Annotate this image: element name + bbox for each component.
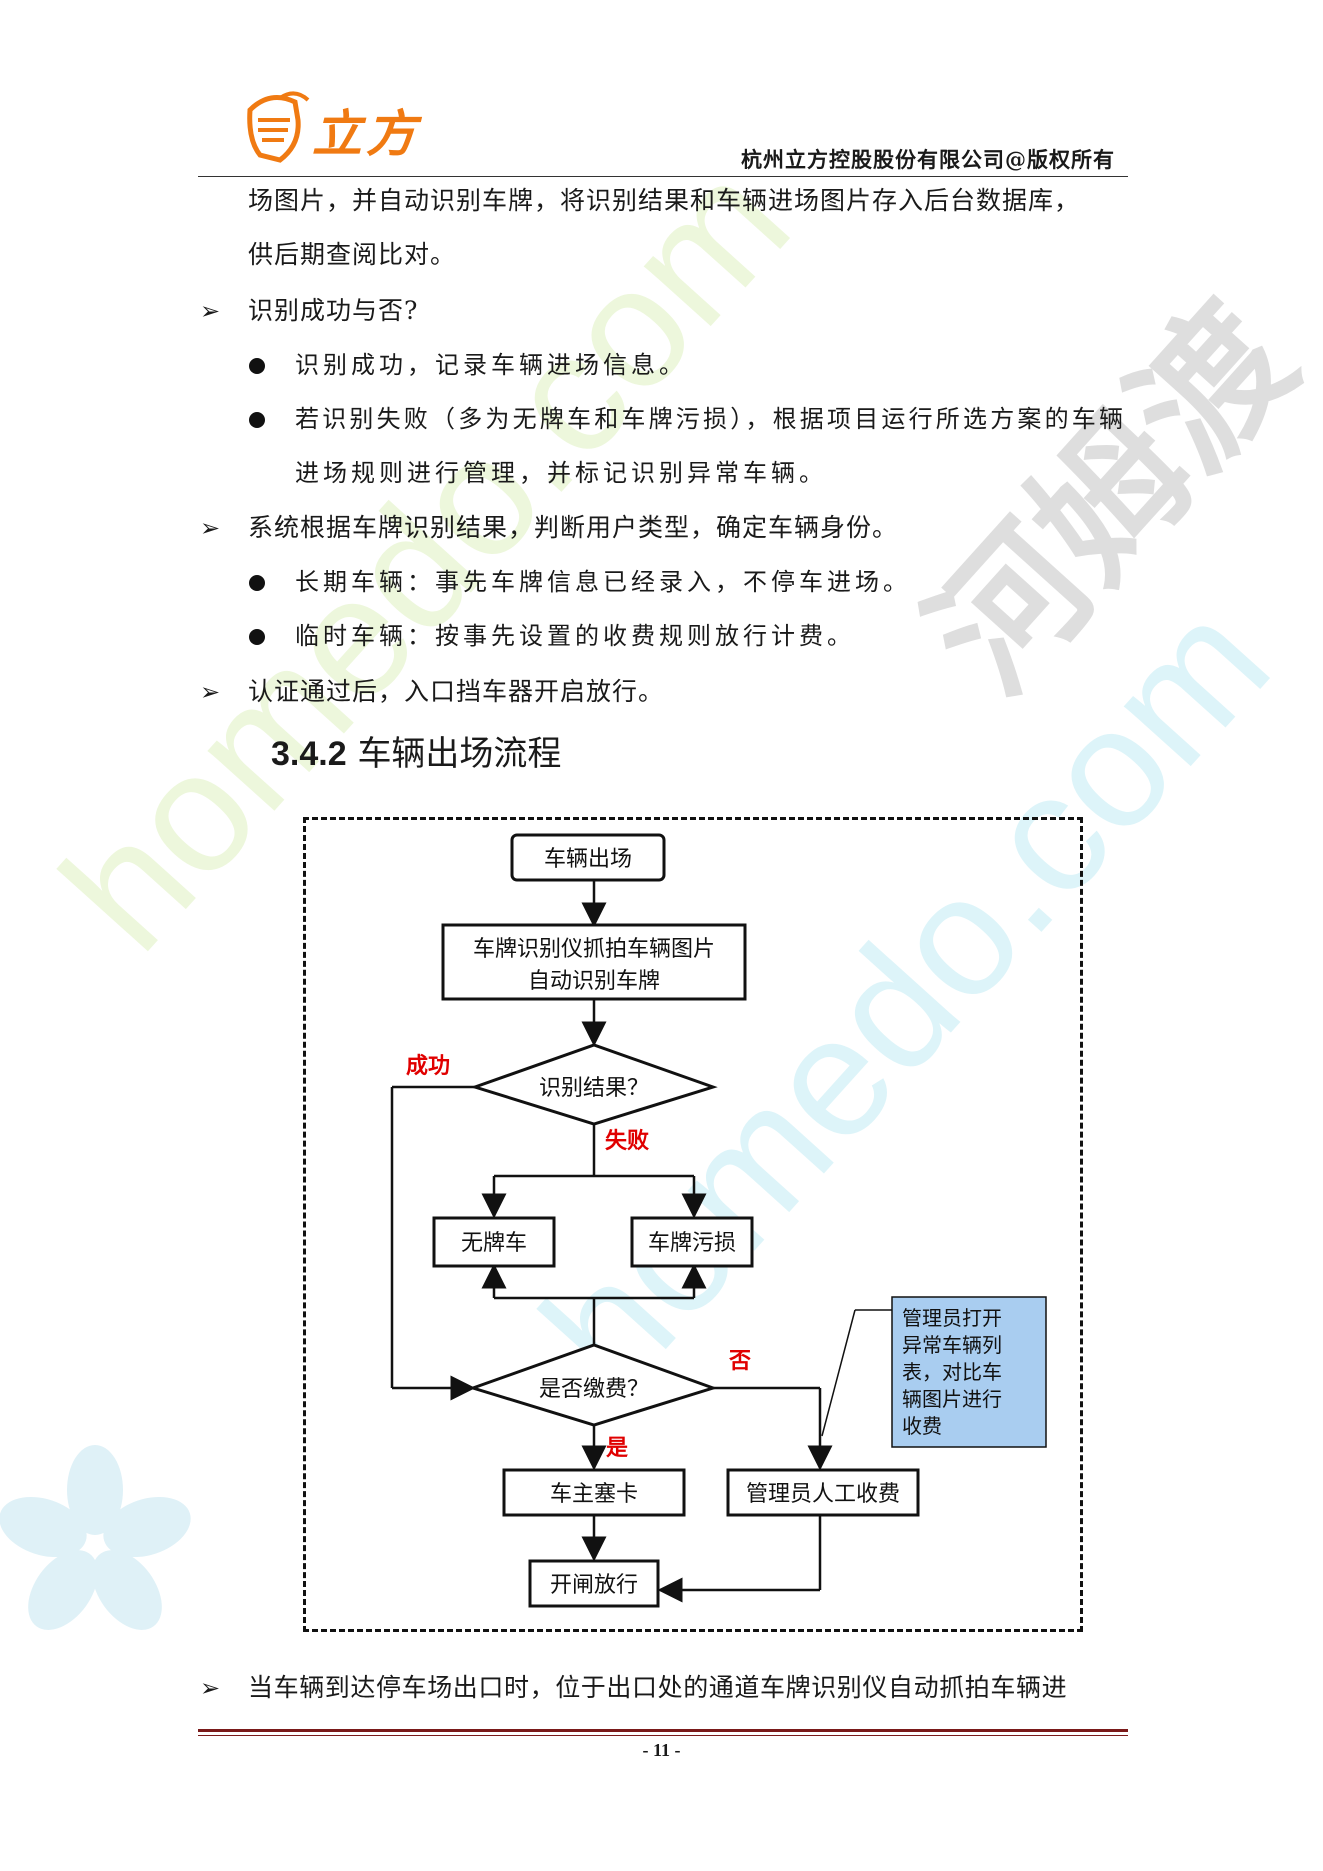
manual-fee-node <box>726 1468 920 1517</box>
dot-bullet-icon <box>249 629 265 645</box>
arrow-bullet-icon: ➢ <box>200 297 221 325</box>
bullet-item: 认证通过后，入口挡车器开启放行。 <box>248 677 665 706</box>
paragraph-line: 场图片，并自动识别车牌，将识别结果和车辆进场图片存入后台数据库， <box>248 186 1081 215</box>
no-plate-node <box>432 1216 556 1268</box>
arrow-bullet-icon: ➢ <box>200 1674 221 1702</box>
start-node-label: 车辆出场 <box>544 847 632 872</box>
note-line: 管理员打开 <box>902 1306 1002 1330</box>
dot-bullet-icon <box>249 412 265 428</box>
dot-bullet-icon <box>249 575 265 591</box>
no-plate-label: 无牌车 <box>461 1231 527 1256</box>
note-line: 辆图片进行 <box>902 1387 1002 1411</box>
open-gate-label: 开闸放行 <box>550 1573 638 1598</box>
footer-divider <box>198 1729 1128 1732</box>
note-box <box>891 1296 1047 1448</box>
header-divider <box>198 176 1128 177</box>
yes-label: 是 <box>606 1436 628 1461</box>
owner-card-label: 车主塞卡 <box>550 1482 638 1507</box>
decision-payment-label: 是否缴费？ <box>539 1377 649 1402</box>
decision-payment <box>468 1343 718 1427</box>
dirty-plate-node <box>630 1216 754 1268</box>
sub-bullet-item: 进场规则进行管理，并标记识别异常车辆。 <box>295 459 827 487</box>
bullet-item: 当车辆到达停车场出口时，位于出口处的通道车牌识别仪自动抓拍车辆进 <box>248 1673 1068 1702</box>
manual-fee-label: 管理员人工收费 <box>746 1482 900 1507</box>
section-number: 3.4.2 <box>271 735 347 773</box>
paragraph-line: 供后期查阅比对。 <box>248 240 457 269</box>
company-logo: 立方 <box>240 90 440 170</box>
success-label: 成功 <box>406 1054 450 1079</box>
knight-helmet-icon <box>247 91 310 163</box>
note-text: 管理员打开 异常车辆列 表，对比车 辆图片进行 收费 <box>902 1306 1002 1438</box>
sub-bullet-item: 临时车辆：按事先设置的收费规则放行计费。 <box>295 622 855 650</box>
owner-card-node <box>502 1468 686 1517</box>
arrow-bullet-icon: ➢ <box>200 678 221 706</box>
company-name: 杭州立方控股股份有限公司@版权所有 <box>741 147 1115 172</box>
sub-bullet-item: 识别成功，记录车辆进场信息。 <box>295 351 687 379</box>
section-heading: 3.4.2 车辆出场流程 <box>271 733 561 775</box>
note-line: 收费 <box>902 1414 942 1438</box>
fail-label: 失败 <box>605 1129 649 1154</box>
footer-divider-thin <box>198 1735 1128 1736</box>
open-gate-node <box>528 1559 660 1608</box>
decision-recognition-label: 识别结果？ <box>539 1076 649 1101</box>
note-line: 异常车辆列 <box>902 1333 1002 1357</box>
no-label: 否 <box>728 1349 751 1374</box>
bullet-item: 识别成功与否? <box>248 296 419 325</box>
decision-recognition <box>470 1043 718 1126</box>
sub-bullet-item: 若识别失败（多为无牌车和车牌污损），根据项目运行所选方案的车辆 <box>295 405 1127 433</box>
capture-node-label: 自动识别车牌 <box>528 969 660 994</box>
start-node <box>510 833 666 882</box>
section-title: 车辆出场流程 <box>357 734 562 774</box>
dirty-plate-label: 车牌污损 <box>648 1231 736 1256</box>
capture-node <box>441 923 747 1001</box>
sub-bullet-item: 长期车辆：事先车牌信息已经录入，不停车进场。 <box>295 568 911 596</box>
capture-node-label: 车牌识别仪抓拍车辆图片 <box>473 937 715 962</box>
page-number: - 11 - <box>642 1740 681 1760</box>
bullet-item: 系统根据车牌识别结果，判断用户类型，确定车辆身份。 <box>248 513 899 542</box>
logo-text: 立方 <box>312 105 420 163</box>
arrow-bullet-icon: ➢ <box>200 514 221 542</box>
note-line: 表，对比车 <box>902 1360 1002 1384</box>
dot-bullet-icon <box>249 358 265 374</box>
flowchart-frame <box>303 817 1083 1632</box>
